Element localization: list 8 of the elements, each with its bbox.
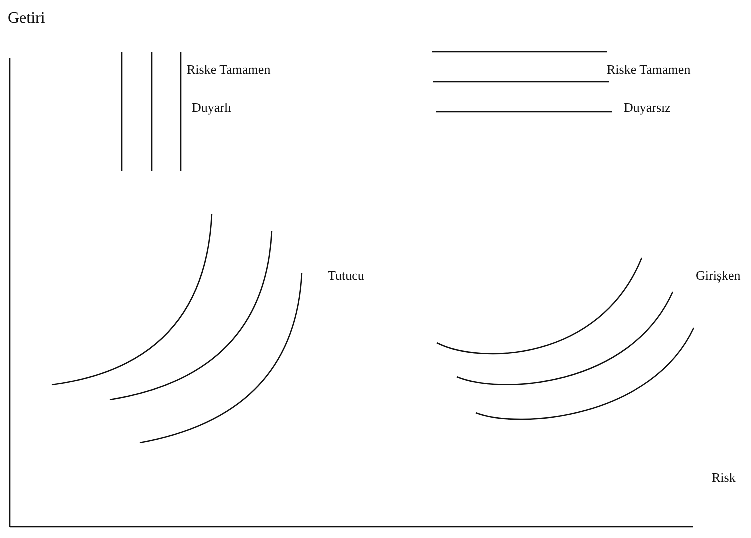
curve-label: Duyarlı xyxy=(192,101,232,116)
curve-label: Duyarsız xyxy=(624,101,671,116)
curve-label: Riske Tamamen xyxy=(607,63,691,78)
axis-label: Risk xyxy=(712,471,736,486)
curve-label: Tutucu xyxy=(328,269,364,284)
curve-label: Riske Tamamen xyxy=(187,63,271,78)
curve-label: Girişken xyxy=(696,269,741,284)
axis-label: Getiri xyxy=(8,10,46,28)
